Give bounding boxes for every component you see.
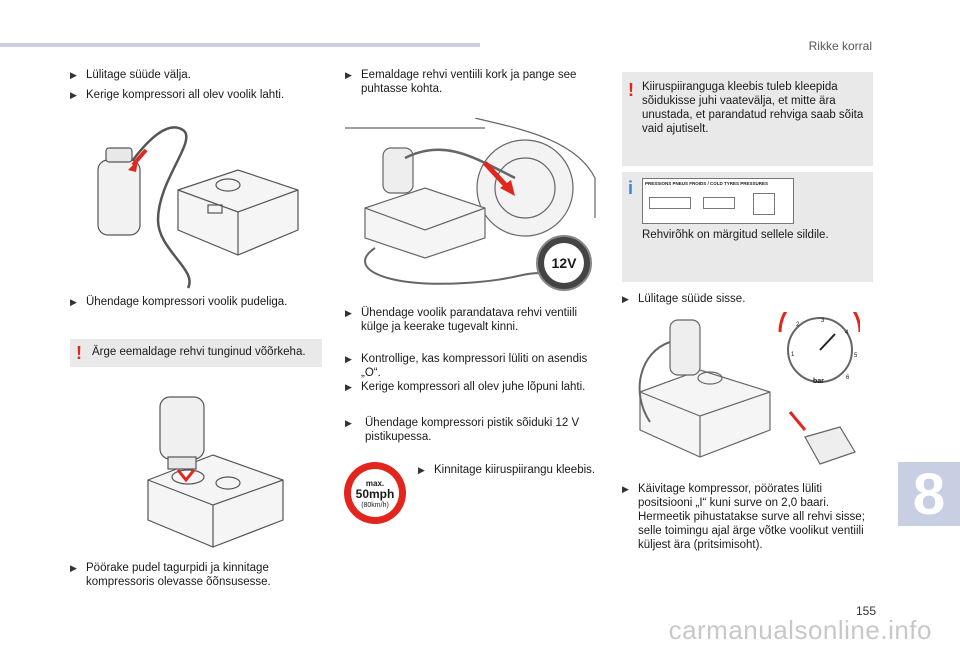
bullet-icon: ▶ xyxy=(622,484,629,494)
step-item: ▶ Ühendage kompressori pistik sõiduki 12… xyxy=(345,417,580,443)
bullet-icon: ▶ xyxy=(345,418,352,428)
speed-limit-sticker: max. 50mph (80km/h) xyxy=(344,462,406,524)
step-item: ▶ Kerige kompressori all olev juhe lõpun… xyxy=(345,381,586,393)
step-item: ▶ Lülitage süüde välja. xyxy=(70,69,191,81)
step-item: ▶ Kontrollige, kas kompressori lüliti on… xyxy=(345,353,588,379)
section-title: Rikke korral xyxy=(808,39,872,53)
gauge-tick: 3 xyxy=(821,318,825,324)
info-icon: i xyxy=(628,178,634,198)
warning-box: ! Kiiruspiiranguga kleebis tuleb kleepid… xyxy=(622,72,873,166)
bullet-icon: ▶ xyxy=(70,70,77,80)
info-box: i PRESSIONS PNEUS FROIDS / COLD TYRES PR… xyxy=(622,172,873,282)
step-item: ▶ Ühendage kompressori voolik pudeliga. xyxy=(70,296,288,308)
illustration-tyre-valve xyxy=(345,118,596,285)
gauge-tick: 4 xyxy=(845,330,849,336)
step-item: ▶ Kerige kompressori all olev voolik lah… xyxy=(70,89,285,101)
chapter-tab: 8 xyxy=(898,462,960,527)
warning-icon: ! xyxy=(76,343,82,363)
bullet-icon: ▶ xyxy=(622,294,629,304)
watermark: carmanualsonline.info xyxy=(668,615,932,645)
page-number: 155 xyxy=(855,604,876,618)
gauge-tick: 2 xyxy=(796,322,800,328)
header-bar xyxy=(0,43,480,47)
gauge-unit: bar xyxy=(813,378,824,385)
bullet-icon: ▶ xyxy=(345,382,352,392)
step-item: ▶ Pöörake pudel tagurpidi ja kinnitage k… xyxy=(70,562,271,588)
illustration-compressor-gauge xyxy=(638,312,860,465)
bullet-icon: ▶ xyxy=(70,90,77,100)
bullet-icon: ▶ xyxy=(70,563,77,573)
gauge-tick: 6 xyxy=(846,375,850,381)
illustration-bottle-inserted xyxy=(147,396,284,548)
bullet-icon: ▶ xyxy=(345,308,352,318)
12v-socket-icon: 12V xyxy=(536,235,592,291)
step-item: ▶ Käivitage kompressor, pöörates lüliti … xyxy=(622,483,865,551)
bullet-icon: ▶ xyxy=(345,354,352,364)
gauge-tick: 5 xyxy=(854,353,858,359)
step-item: ▶ Lülitage süüde sisse. xyxy=(622,293,746,305)
illustration-compressor-bottle xyxy=(97,126,299,289)
bullet-icon: ▶ xyxy=(345,70,352,80)
tyre-pressure-label: PRESSIONS PNEUS FROIDS / COLD TYRES PRES… xyxy=(642,178,794,224)
step-item: ▶ Kinnitage kiiruspiirangu kleebis. xyxy=(418,464,596,476)
bullet-icon: ▶ xyxy=(418,465,425,475)
gauge-tick: 1 xyxy=(791,352,795,358)
step-item: ▶ Ühendage voolik parandatava rehvi vent… xyxy=(345,307,578,333)
step-item: ▶ Eemaldage rehvi ventiili kork ja pange… xyxy=(345,69,577,95)
bullet-icon: ▶ xyxy=(70,297,77,307)
warning-box: ! Ärge eemaldage rehvi tunginud võõrkeha… xyxy=(70,339,322,367)
warning-icon: ! xyxy=(628,80,634,100)
